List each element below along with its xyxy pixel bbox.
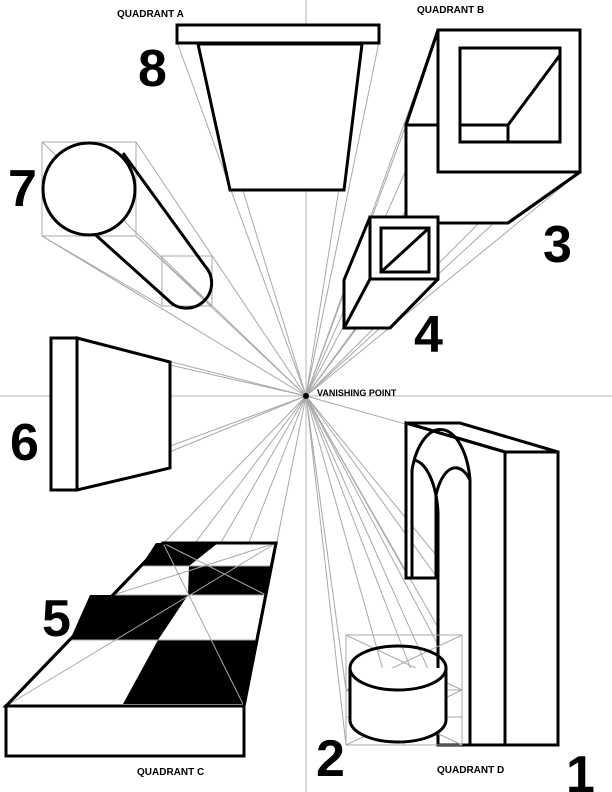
quadrant-c-label: QUADRANT C [137,767,204,778]
shape-5-checkerboard [2,541,278,758]
shape-1-arch [404,420,560,747]
shape-number-3: 3 [543,216,572,274]
vanishing-point-dot [303,393,309,399]
shape-number-2: 2 [316,730,345,788]
shape-8-trapezoid [175,23,381,192]
shape-number-4: 4 [414,306,443,364]
quadrant-d-label: QUADRANT D [437,765,504,776]
shape-number-6: 6 [10,414,39,472]
quadrant-b-label: QUADRANT B [417,5,484,16]
shape-number-8: 8 [138,40,167,98]
shape-2-cylinder [345,634,463,746]
quadrant-a-label: QUADRANT A [117,9,184,20]
vanishing-point-label: VANISHING POINT [317,388,397,398]
shape-6-panel [49,336,172,492]
shape-number-5: 5 [42,590,71,648]
shape-4-small-box [342,215,440,330]
shape-7-circle-tube [41,141,214,310]
shape-3-hollow-box [404,28,582,225]
shape-number-1: 1 [566,746,595,792]
shape-number-7: 7 [8,160,37,218]
